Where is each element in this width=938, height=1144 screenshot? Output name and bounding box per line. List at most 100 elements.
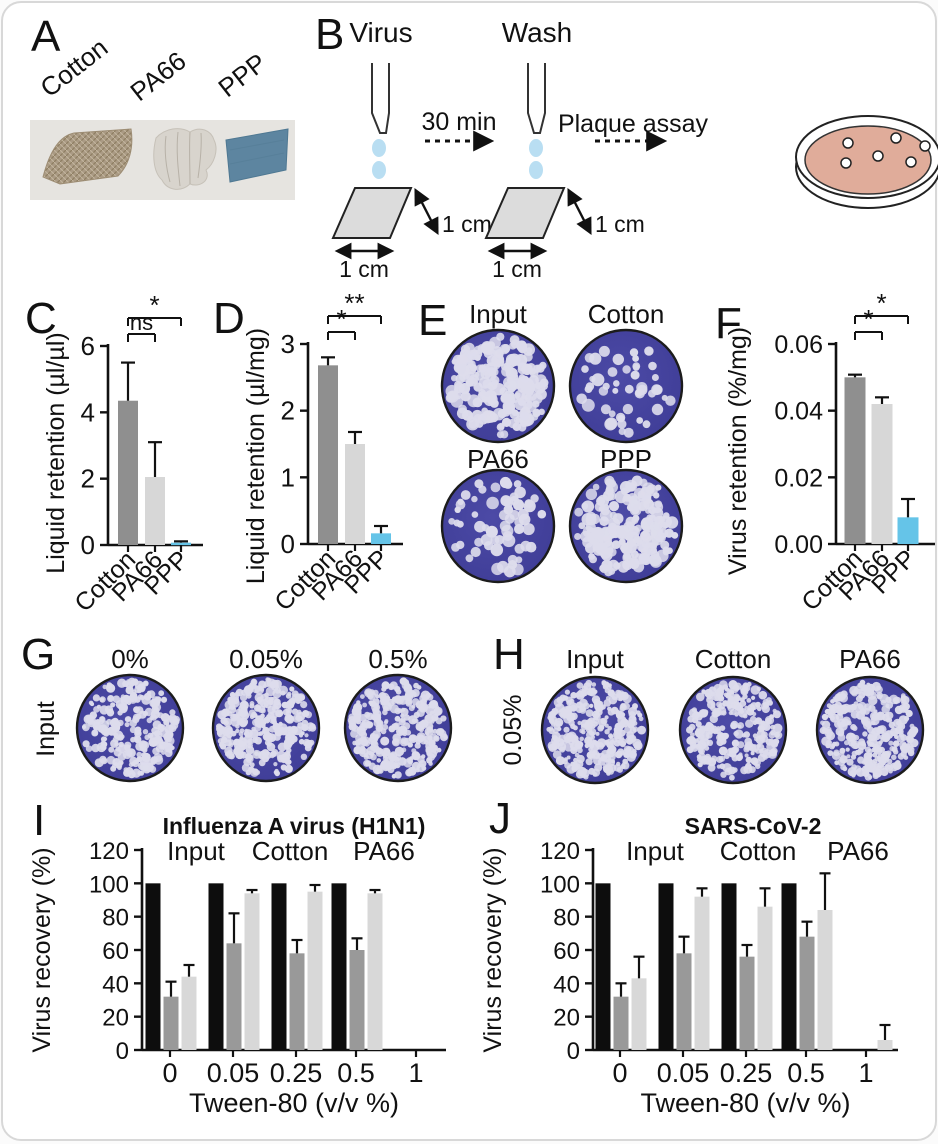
- bar-input-0.05: [208, 883, 224, 1050]
- bar-pa66-0.05: [244, 893, 260, 1050]
- virus-step-label: Virus: [349, 17, 412, 48]
- bar-input-0.5: [781, 883, 797, 1050]
- y-axis-label: Liquid retention (µl/mg): [242, 328, 270, 584]
- panel-a-label: A: [31, 12, 61, 61]
- x-tick-label: 0: [612, 1058, 627, 1088]
- legend-pa66: PA66: [827, 836, 889, 866]
- legend-cotton: Cotton: [720, 836, 797, 866]
- y-tick-label: 20: [553, 1005, 580, 1032]
- experiment-schematic: Virus Wash 1 cm 1 cm 30 min 1 cm 1 cm Pl…: [331, 17, 938, 282]
- bar-input-0.5: [331, 883, 347, 1050]
- panel-h-label: H: [493, 630, 525, 679]
- plaque-well-0%: [75, 673, 185, 783]
- plaque-well-input: [440, 328, 556, 444]
- y-tick-label: 6: [81, 331, 95, 361]
- x-tick-label: 0.05: [657, 1058, 710, 1088]
- bar-pa66-0.5: [817, 910, 833, 1050]
- y-tick-label: 60: [553, 938, 580, 965]
- significance-label: *: [149, 290, 159, 320]
- y-axis-label: Virus recovery (%): [28, 847, 56, 1052]
- sample-label-ppp: PPP: [212, 47, 273, 103]
- bar-input-0.05: [658, 883, 674, 1050]
- pipette-icon: [527, 63, 546, 134]
- panel-d-label: D: [213, 294, 245, 343]
- panel-i-label: I: [33, 796, 46, 845]
- y-axis-label: Virus retention (%/mg): [724, 327, 752, 575]
- y-tick-label: 1: [281, 462, 295, 492]
- x-tick-label: 0.5: [787, 1058, 825, 1088]
- legend-input: Input: [626, 836, 685, 866]
- chart-title: SARS-CoV-2: [685, 813, 822, 839]
- bar-cotton-0.05: [676, 953, 692, 1050]
- wash-step-label: Wash: [502, 17, 573, 48]
- row-label: Input: [32, 701, 60, 757]
- bar-pa66-0: [631, 978, 647, 1050]
- pa66-fray-texture: [164, 131, 202, 187]
- panel-b-label: B: [315, 10, 345, 59]
- bar-ppp: [897, 517, 919, 544]
- plaque-well-ppp: [568, 468, 684, 584]
- pipette-icon: [371, 63, 390, 134]
- bar-pa66-0.05: [694, 896, 710, 1050]
- panel-d-chart: Liquid retention (µl/mg)0123CottonPA66PP…: [242, 288, 403, 616]
- y-tick-label: 80: [553, 905, 580, 932]
- legend-pa66: PA66: [353, 836, 415, 866]
- bar-pa66-0.25: [757, 906, 773, 1050]
- x-tick-label: 0.25: [720, 1058, 773, 1088]
- plaque-well-pa66: [815, 675, 925, 785]
- bar-cotton-0.25: [289, 953, 305, 1050]
- y-tick-label: 0.00: [774, 531, 823, 559]
- bar-pa66-0.25: [307, 891, 323, 1050]
- dimension-arrow: [567, 188, 592, 235]
- bottom-dimension: 1 cm: [492, 256, 542, 282]
- bar-cotton-0: [613, 996, 629, 1050]
- droplet-icon: [529, 161, 543, 179]
- bottom-dimension: 1 cm: [339, 256, 389, 282]
- bar-input-0: [145, 883, 161, 1050]
- y-axis-label: Liquid retention (µl/µl): [42, 332, 70, 573]
- incubation-label: 30 min: [421, 108, 496, 136]
- bar-ppp: [371, 533, 391, 544]
- droplet-icon: [529, 139, 543, 157]
- bar-pa66: [871, 404, 893, 544]
- bar-pa66: [145, 477, 165, 545]
- plaque-well-cotton: [568, 328, 684, 444]
- y-tick-label: 2: [81, 464, 95, 494]
- x-tick-label: 0.25: [270, 1058, 323, 1088]
- bar-input-0.25: [721, 883, 737, 1050]
- significance-label: *: [336, 304, 346, 334]
- y-tick-label: 4: [81, 397, 95, 427]
- y-tick-label: 80: [102, 905, 129, 932]
- plaque-well-pa66: [440, 468, 556, 584]
- panel-f-chart: Virus retention (%/mg)0.000.020.040.06Co…: [724, 288, 935, 616]
- significance-label: *: [863, 304, 873, 334]
- y-tick-label: 40: [102, 971, 129, 998]
- sample-label-pa66: PA66: [124, 45, 192, 107]
- y-tick-label: 0: [281, 529, 295, 559]
- well-label: Cotton: [588, 299, 665, 329]
- bar-pa66: [345, 444, 365, 544]
- petri-dish-icon: [795, 115, 938, 209]
- y-tick-label: 20: [102, 1005, 129, 1032]
- y-tick-label: 60: [102, 938, 129, 965]
- bar-cotton-0: [163, 996, 179, 1050]
- bar-input-0.25: [271, 883, 287, 1050]
- plaque-well-input: [540, 675, 650, 785]
- bar-cotton-0.05: [226, 943, 242, 1050]
- bar-cotton-0.5: [349, 950, 365, 1050]
- well-label: 0.05%: [229, 644, 303, 674]
- fabric-square: [331, 187, 413, 239]
- well-label: Input: [469, 299, 528, 329]
- droplet-icon: [372, 139, 386, 157]
- panel-j-label: J: [489, 794, 511, 843]
- bar-cotton-0.25: [739, 956, 755, 1050]
- y-tick-label: 3: [281, 329, 295, 359]
- y-tick-label: 40: [553, 971, 580, 998]
- significance-label: ns: [130, 310, 153, 335]
- y-tick-label: 0: [567, 1038, 580, 1065]
- bar-cotton-0.5: [799, 936, 815, 1050]
- bar-cotton: [318, 365, 338, 544]
- y-tick-label: 0.02: [774, 464, 823, 492]
